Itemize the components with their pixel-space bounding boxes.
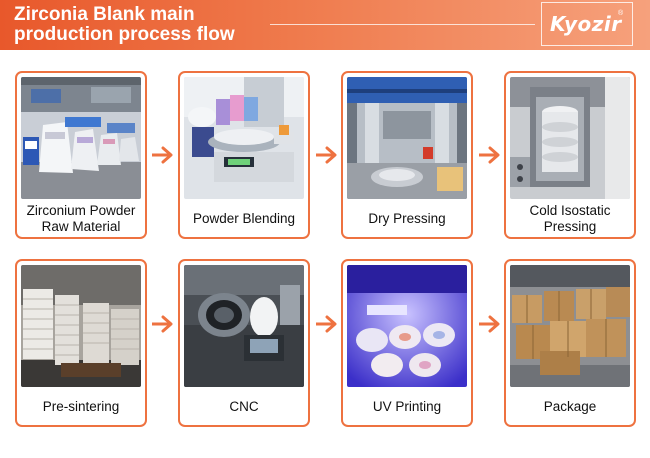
step-card-cnc: CNC xyxy=(178,259,310,427)
uv-printed-discs-photo xyxy=(347,265,467,387)
cnc-machine-photo xyxy=(184,265,304,387)
press-machine-photo xyxy=(347,77,467,199)
title-line-1: Zirconia Blank main xyxy=(14,4,195,25)
page-title: Zirconia Blank main production process f… xyxy=(14,5,235,45)
stacked-trays-photo xyxy=(21,265,141,387)
header-banner: Zirconia Blank main production process f… xyxy=(0,0,650,50)
step-label: Dry Pressing xyxy=(368,210,446,226)
arrow-right-icon xyxy=(316,315,337,333)
arrow-right-icon xyxy=(152,146,173,164)
step-label: Package xyxy=(543,398,597,414)
step-label: Pre-sintering xyxy=(42,398,120,414)
step-label: Cold Isostatic Pressing xyxy=(529,202,611,234)
step-card-dry-pressing: Dry Pressing xyxy=(341,71,473,239)
step-card-cold-isostatic: Cold Isostatic Pressing xyxy=(504,71,636,239)
powder-bags-photo xyxy=(21,77,141,199)
step-label: Powder Blending xyxy=(192,210,296,226)
title-line-2: production process flow xyxy=(14,24,235,45)
arrow-right-icon xyxy=(152,315,173,333)
step-card-pre-sintering: Pre-sintering xyxy=(15,259,147,427)
arrow-right-icon xyxy=(479,315,500,333)
cardboard-boxes-photo xyxy=(510,265,630,387)
step-label: Zirconium Powder Raw Material xyxy=(26,202,136,234)
step-card-raw-material: Zirconium Powder Raw Material xyxy=(15,71,147,239)
isostatic-press-photo xyxy=(510,77,630,199)
header-divider xyxy=(270,24,535,25)
arrow-right-icon xyxy=(479,146,500,164)
brand-logo: Kyozir ® xyxy=(541,2,633,46)
arrow-right-icon xyxy=(316,146,337,164)
step-label: CNC xyxy=(229,398,259,414)
step-card-uv-printing: UV Printing xyxy=(341,259,473,427)
registered-mark: ® xyxy=(618,10,624,17)
blending-scale-photo xyxy=(184,77,304,199)
step-card-powder-blending: Powder Blending xyxy=(178,71,310,239)
step-card-package: Package xyxy=(504,259,636,427)
brand-logo-text: Kyozir xyxy=(550,12,622,36)
step-label: UV Printing xyxy=(372,398,442,414)
